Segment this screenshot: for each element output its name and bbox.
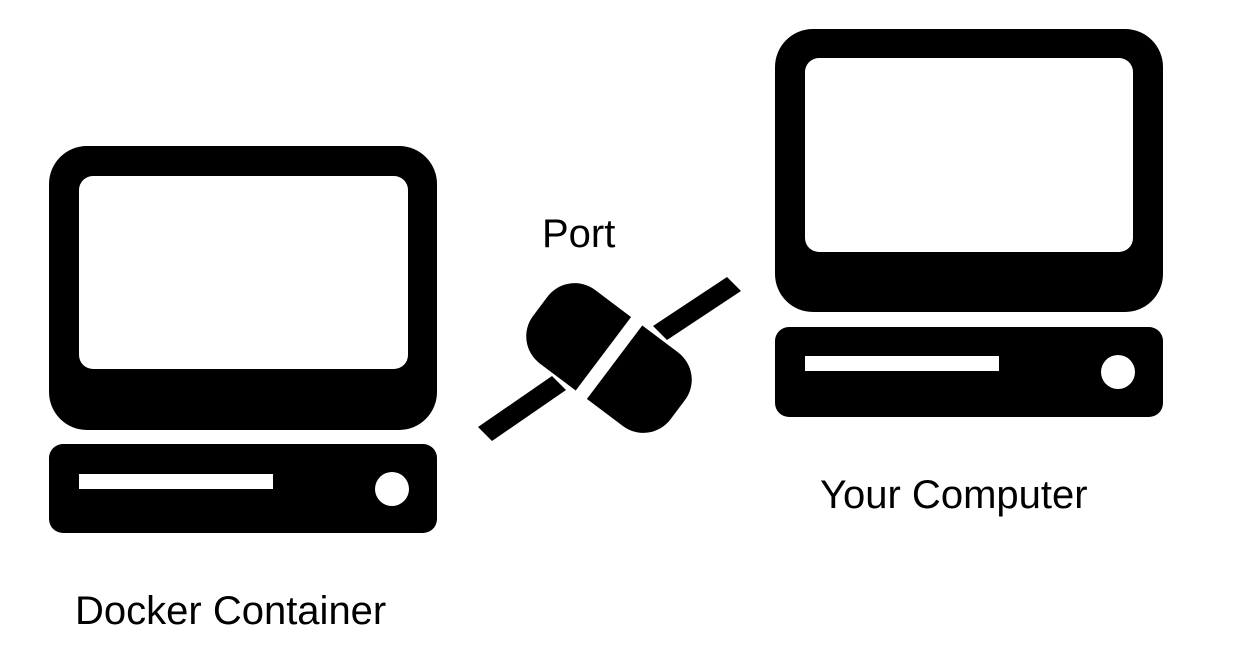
docker-container-computer-icon xyxy=(49,146,437,533)
your-computer-label: Your Computer xyxy=(820,473,1088,517)
disk-drive-slot xyxy=(805,356,999,371)
cable-left xyxy=(478,376,566,441)
port-label: Port xyxy=(542,212,616,256)
disk-drive-slot xyxy=(79,474,273,489)
power-button xyxy=(1101,355,1135,389)
docker-container-label: Docker Container xyxy=(75,589,387,633)
power-button xyxy=(375,472,409,506)
tower-case xyxy=(775,327,1163,417)
monitor-screen xyxy=(805,58,1133,252)
cable-right xyxy=(653,277,741,340)
plug-gap xyxy=(561,297,657,419)
cable-connector-icon xyxy=(478,277,741,441)
monitor-screen xyxy=(79,176,408,369)
your-computer-icon xyxy=(775,29,1163,417)
